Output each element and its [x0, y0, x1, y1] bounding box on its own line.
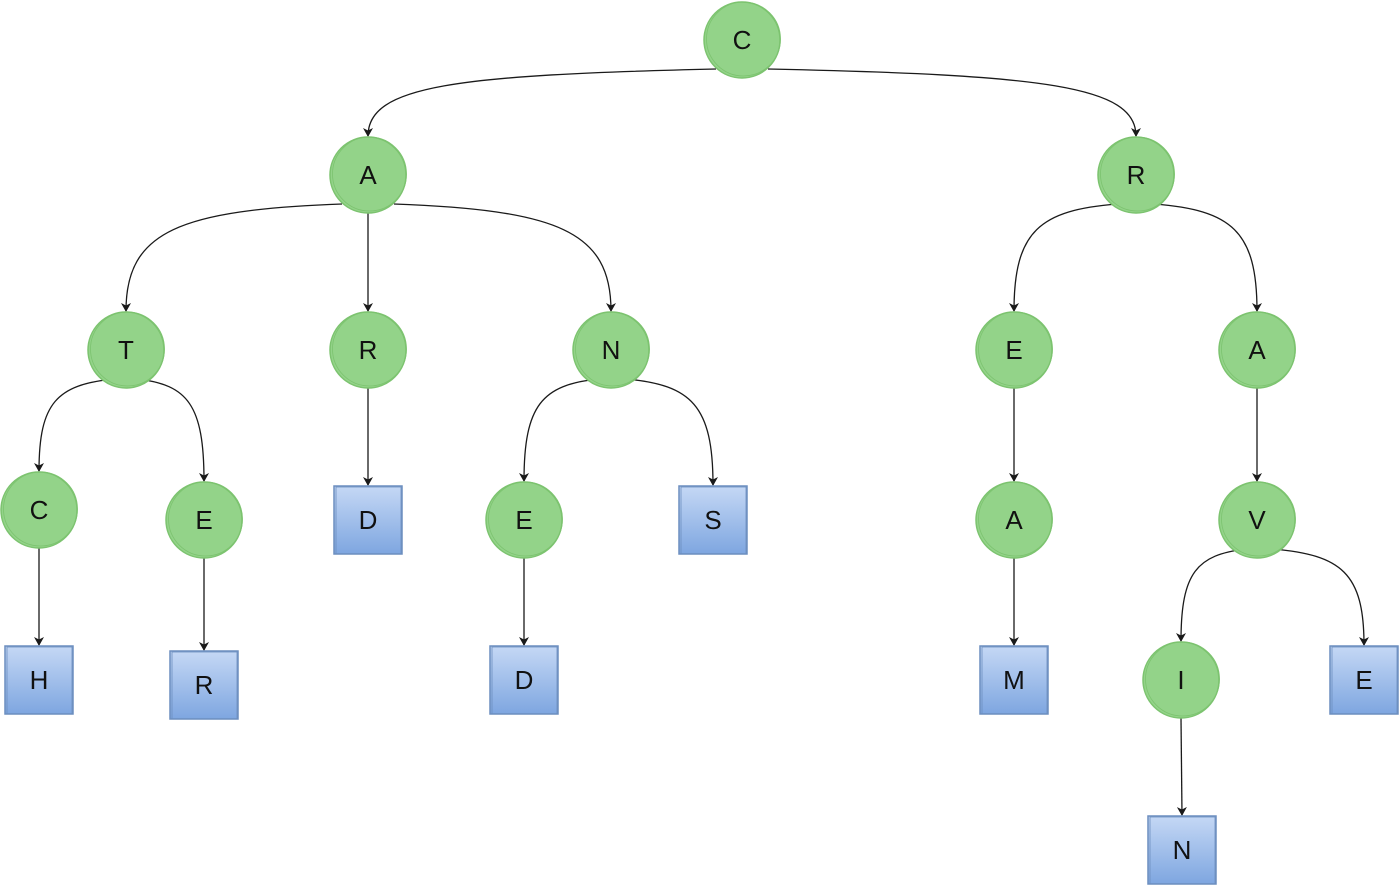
leaf-node-n_ter_r: R [169, 650, 239, 720]
node-circle-sketch [168, 481, 243, 557]
node-label: T [118, 335, 134, 365]
edge-n_rav_v-to-n_ravi_i [1176, 548, 1246, 642]
edge-n_n-to-n_ne_e [519, 378, 599, 482]
node-label: S [704, 505, 721, 535]
node-label: C [30, 495, 49, 525]
edge-n_a-to-n_t [121, 203, 343, 312]
trie-node-n_ar_r: R [329, 311, 407, 389]
node-circle-sketch [488, 481, 563, 557]
edges-layer [34, 68, 1369, 816]
node-circle-sketch [1221, 311, 1296, 387]
node-circle-sketch [978, 311, 1053, 387]
node-label: C [733, 25, 752, 55]
trie-node-n_ne_e: E [485, 481, 563, 559]
node-label: N [602, 335, 621, 365]
node-label: I [1177, 665, 1184, 695]
leaf-node-n_ned_d: D [489, 645, 559, 715]
leaf-box [1147, 815, 1217, 885]
trie-node-n_rav_v: V [1218, 481, 1296, 559]
edge-n_t-to-n_tc_c [34, 378, 114, 472]
trie-node-n_t: T [87, 311, 165, 389]
node-label: R [195, 670, 214, 700]
trie-node-n_a: A [329, 136, 407, 214]
leaf-box-sketch [491, 646, 558, 715]
node-label: D [359, 505, 378, 535]
node-label: E [1005, 335, 1022, 365]
leaf-node-n_rave_e: E [1329, 645, 1399, 715]
edge-n_rav_v-to-n_rave_e [1272, 548, 1369, 646]
edge-n_r-to-n_ra_a [1154, 203, 1262, 312]
leaf-node-n_ns_s: S [678, 485, 748, 555]
node-label: V [1248, 505, 1266, 535]
node-circle-sketch [706, 1, 781, 77]
edge-n_a-to-n_n [393, 203, 616, 312]
node-circle-sketch [90, 311, 165, 387]
leaf-box-sketch [981, 646, 1048, 715]
leaf-box [489, 645, 559, 715]
leaf-node-n_ream_m: M [979, 645, 1049, 715]
node-circle-sketch [1145, 641, 1220, 717]
node-label: N [1173, 835, 1192, 865]
node-label: D [515, 665, 534, 695]
node-label: E [515, 505, 532, 535]
node-circle-sketch [1221, 481, 1296, 557]
trie-node-n_ravi_i: I [1142, 641, 1220, 719]
leaf-box [1329, 645, 1399, 715]
node-label: H [30, 665, 49, 695]
leaf-box [4, 645, 74, 715]
edge-n_n-to-n_ns_s [626, 378, 718, 486]
trie-node-n_te_e: E [165, 481, 243, 559]
edge-n_r-to-n_re_e [1009, 203, 1118, 312]
node-circle-sketch [575, 311, 650, 387]
node-circle-sketch [1100, 136, 1175, 212]
leaf-box-sketch [680, 486, 747, 555]
trie-node-n_r: R [1097, 136, 1175, 214]
leaf-box-sketch [1331, 646, 1398, 715]
trie-node-n_re_e: E [975, 311, 1053, 389]
node-circle-sketch [3, 471, 78, 547]
trie-node-n_c_root: C [703, 1, 781, 79]
leaf-box [979, 645, 1049, 715]
node-label: A [1248, 335, 1266, 365]
leaf-node-n_ard_d: D [333, 485, 403, 555]
leaf-box [678, 485, 748, 555]
leaf-box [333, 485, 403, 555]
edge-n_c_root-to-n_a [363, 68, 717, 137]
leaf-box-sketch [6, 646, 73, 715]
edge-n_c_root-to-n_r [767, 68, 1141, 137]
trie-node-n_n: N [572, 311, 650, 389]
trie-node-n_ra_a: A [1218, 311, 1296, 389]
node-circle-sketch [978, 481, 1053, 557]
leaf-node-n_ravin_n: N [1147, 815, 1217, 885]
leaf-box-sketch [171, 651, 238, 720]
leaf-box-sketch [335, 486, 402, 555]
edge-n_t-to-n_te_e [137, 378, 209, 482]
trie-node-n_tc_c: C [0, 471, 78, 549]
leaf-node-n_tch_h: H [4, 645, 74, 715]
leaf-box [169, 650, 239, 720]
node-label: E [1355, 665, 1372, 695]
node-circle-sketch [332, 311, 407, 387]
leaf-box-sketch [1149, 816, 1216, 885]
node-label: R [1127, 160, 1146, 190]
node-label: A [1005, 505, 1023, 535]
node-circle-sketch [332, 136, 407, 212]
node-label: M [1003, 665, 1025, 695]
node-label: E [195, 505, 212, 535]
trie-node-n_rea_a: A [975, 481, 1053, 559]
node-label: A [359, 160, 377, 190]
edge-n_ravi_i-to-n_ravin_n [1176, 717, 1187, 816]
node-label: R [359, 335, 378, 365]
